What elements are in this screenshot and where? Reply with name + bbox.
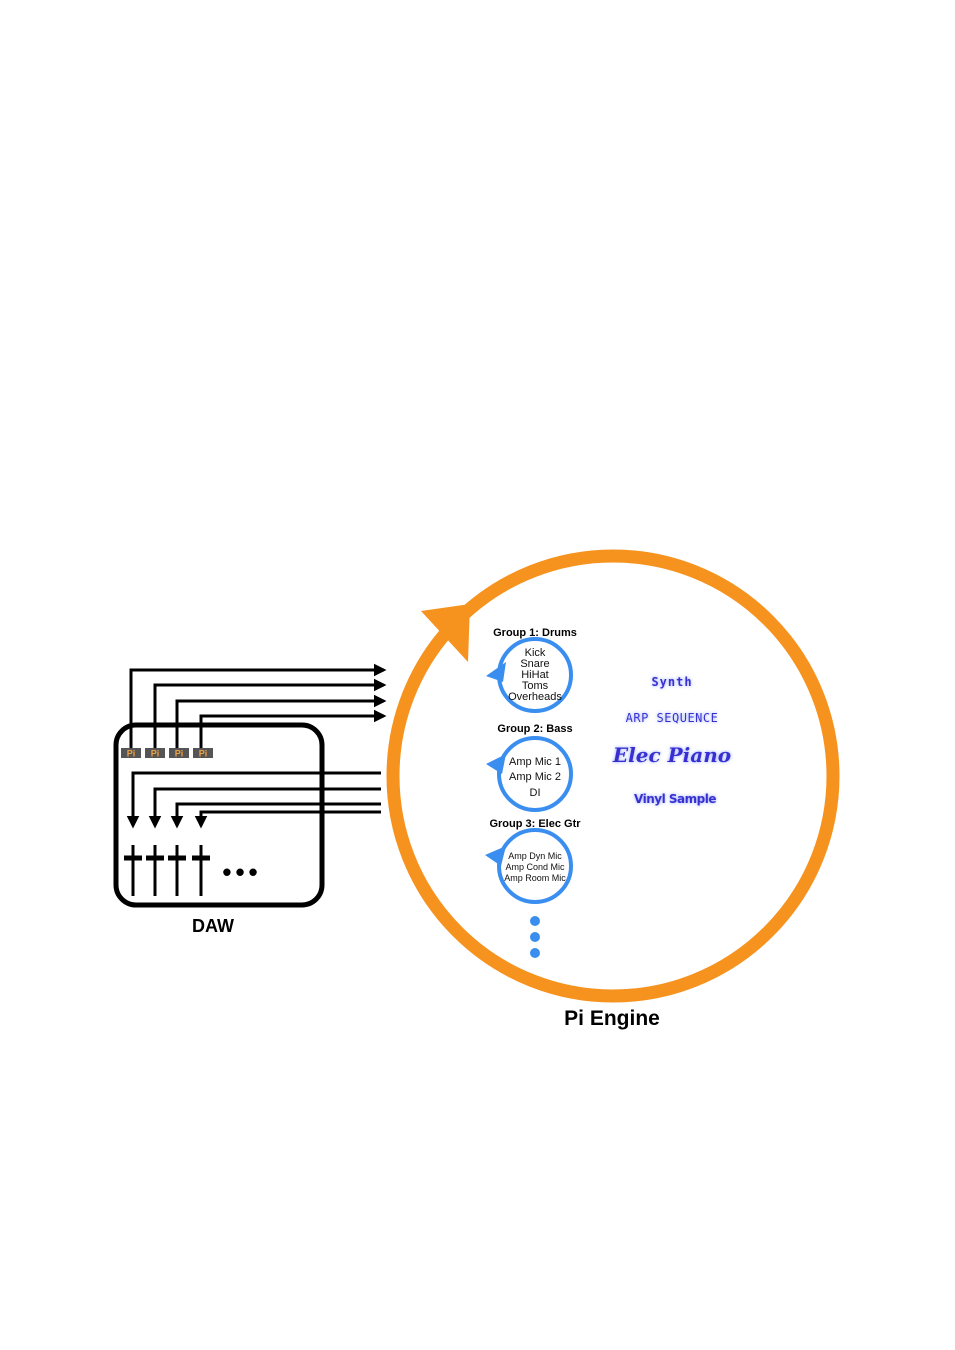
sound-sources: Synth ARP SEQUENCE Elec Piano Vinyl Samp…	[612, 675, 731, 806]
channel-fader[interactable]	[146, 845, 164, 896]
return-line	[194, 810, 381, 829]
plugin-tag-label: Pi	[175, 749, 184, 759]
group-item: Amp Room Mic	[504, 873, 566, 883]
channel-fader[interactable]	[168, 845, 186, 896]
group-item: Overheads	[508, 691, 562, 703]
return-line	[148, 787, 381, 829]
group-ring	[497, 828, 573, 904]
group-ring	[497, 736, 573, 812]
plugin-tag-label: Pi	[127, 749, 136, 759]
daw-label: DAW	[192, 916, 234, 936]
channel-fader[interactable]	[124, 845, 142, 896]
group-ring-arrowhead	[485, 846, 506, 866]
group-title: Group 3: Elec Gtr	[489, 818, 581, 830]
return-line	[170, 802, 381, 829]
group-elec-gtr[interactable]: Group 3: Elec Gtr Amp Dyn Mic Amp Cond M…	[485, 818, 581, 904]
plugin-tag[interactable]: Pi	[121, 748, 141, 759]
group-item: Amp Dyn Mic	[508, 851, 562, 861]
source-elec-piano[interactable]: Elec Piano	[612, 743, 731, 767]
group-title: Group 1: Drums	[493, 627, 577, 639]
source-arp-sequence[interactable]: ARP SEQUENCE	[626, 711, 719, 725]
group-item: Amp Mic 1	[509, 756, 561, 768]
send-line	[175, 694, 387, 748]
group-drums[interactable]: Group 1: Drums Kick Snare HiHat Toms Ove…	[486, 627, 577, 713]
send-line	[199, 709, 387, 748]
group-item: HiHat	[521, 669, 549, 681]
send-line	[129, 663, 387, 748]
engine-ring	[386, 549, 840, 1003]
more-channels-ellipsis: •••	[222, 857, 261, 887]
group-ring-arrowhead	[486, 662, 506, 682]
group-ring-arrowhead	[486, 754, 506, 774]
plugin-tag[interactable]: Pi	[193, 748, 213, 759]
group-item: Snare	[520, 658, 549, 670]
group-bass[interactable]: Group 2: Bass Amp Mic 1 Amp Mic 2 DI	[486, 723, 573, 812]
daw-box	[113, 722, 325, 908]
plugin-tag[interactable]: Pi	[169, 748, 189, 759]
return-line	[126, 771, 381, 829]
group-item: Amp Mic 2	[509, 771, 561, 783]
group-title: Group 2: Bass	[497, 723, 572, 735]
plugin-tag-label: Pi	[199, 749, 208, 759]
source-vinyl-sample[interactable]: Vinyl Sample	[634, 792, 717, 806]
plugin-tags: Pi Pi Pi Pi	[121, 748, 213, 759]
source-synth[interactable]: Synth	[651, 675, 692, 689]
send-lines	[129, 663, 387, 748]
group-item: Toms	[522, 680, 549, 692]
return-lines	[126, 771, 381, 829]
engine-label: Pi Engine	[564, 1007, 660, 1030]
group-item: DI	[530, 787, 541, 799]
engine-ring-arrowhead	[421, 604, 470, 662]
more-groups-dots	[530, 916, 540, 958]
group-item: Amp Cond Mic	[505, 862, 565, 872]
group-item: Kick	[525, 647, 546, 659]
plugin-tag[interactable]: Pi	[145, 748, 165, 759]
plugin-tag-label: Pi	[151, 749, 160, 759]
send-line	[153, 678, 387, 748]
channel-fader[interactable]	[192, 845, 210, 896]
mixer-channels	[124, 845, 210, 896]
